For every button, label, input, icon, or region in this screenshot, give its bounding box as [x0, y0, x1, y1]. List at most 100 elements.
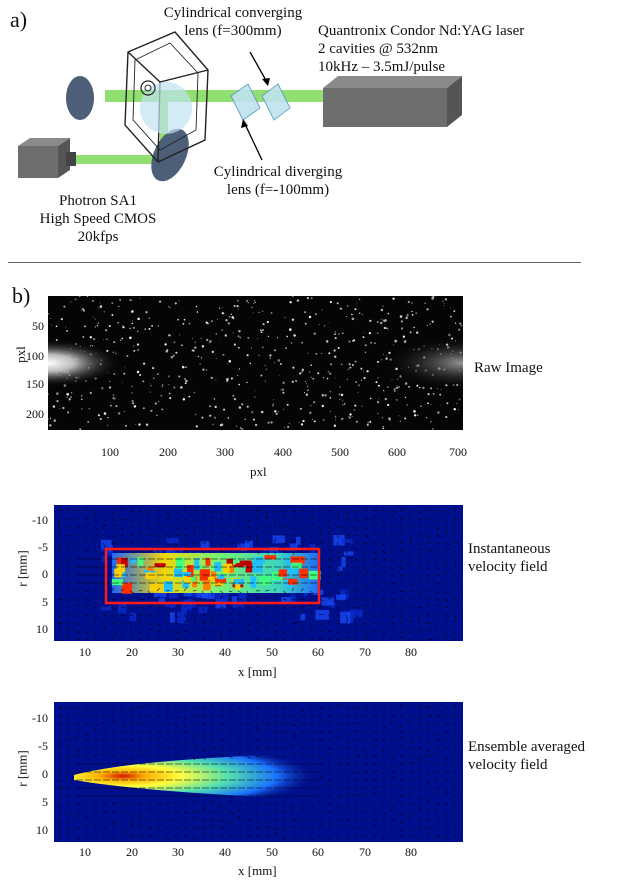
velocity-vector — [84, 825, 89, 829]
velocity-vector — [381, 771, 385, 776]
velocity-vector — [147, 622, 153, 626]
velocity-vector — [75, 598, 80, 601]
velocity-vector — [336, 590, 340, 595]
velocity-vector — [426, 558, 430, 563]
velocity-vector — [66, 795, 71, 798]
velocity-vector — [138, 747, 142, 751]
velocity-vector — [174, 723, 179, 729]
velocity-vector — [201, 531, 206, 536]
instantaneous-caption: Instantaneous velocity field — [468, 541, 551, 575]
velocity-vector — [336, 606, 340, 612]
velocity-vector — [453, 507, 457, 512]
velocity-vector — [183, 731, 189, 733]
velocity-vector — [174, 747, 178, 752]
velocity-vector — [93, 540, 97, 544]
velocity-vector — [66, 755, 71, 760]
velocity-vector — [246, 638, 249, 641]
raw-xtick: 100 — [101, 445, 119, 459]
velocity-vector — [228, 755, 233, 759]
velocity-vector — [453, 762, 459, 765]
velocity-vector — [435, 627, 438, 632]
velocity-vector — [255, 539, 259, 544]
velocity-vector — [57, 731, 62, 734]
velocity-vector — [84, 713, 88, 717]
velocity-vector — [264, 622, 267, 627]
beam-to-camera — [70, 155, 168, 164]
velocity-vector — [264, 707, 269, 711]
velocity-vector — [57, 570, 60, 576]
velocity-vector — [300, 526, 303, 531]
velocity-vector — [228, 590, 233, 593]
velocity-vector — [138, 705, 144, 709]
velocity-vector — [255, 534, 259, 539]
velocity-vector — [192, 815, 196, 821]
velocity-vector — [129, 729, 133, 733]
velocity-vector — [246, 801, 250, 805]
velocity-vector — [408, 515, 412, 520]
velocity-vector — [183, 638, 189, 641]
velocity-vector — [147, 542, 152, 544]
velocity-vector — [228, 799, 232, 805]
velocity-vector — [381, 784, 385, 789]
velocity-vector — [156, 595, 161, 600]
velocity-vector — [354, 715, 359, 720]
velocity-vector — [318, 824, 323, 829]
hotspot — [114, 568, 123, 578]
velocity-vector — [84, 811, 87, 816]
velocity-vector — [390, 629, 395, 632]
velocity-vector — [210, 638, 215, 641]
velocity-vector — [336, 550, 341, 554]
velocity-vector — [84, 731, 89, 736]
velocity-vector — [444, 620, 448, 624]
velocity-vector — [129, 622, 132, 627]
velocity-vector — [273, 721, 278, 725]
velocity-vector — [228, 827, 232, 831]
velocity-vector — [201, 629, 206, 632]
velocity-vector — [327, 785, 332, 789]
velocity-vector — [381, 571, 387, 576]
velocity-vector — [336, 515, 339, 520]
hotspot — [233, 578, 245, 585]
velocity-vector — [363, 534, 369, 537]
velocity-vector — [111, 524, 116, 528]
velocity-vector — [336, 573, 341, 576]
hotspot — [250, 576, 257, 588]
velocity-vector — [318, 769, 323, 773]
velocity-vector — [426, 747, 430, 753]
velocity-vector — [111, 801, 117, 805]
velocity-vector — [444, 590, 449, 595]
velocity-vector — [399, 522, 403, 528]
velocity-vector — [282, 590, 286, 594]
velocity-vector — [318, 630, 323, 632]
velocity-vector — [381, 630, 385, 634]
velocity-vector — [444, 706, 449, 709]
velocity-vector — [327, 824, 332, 829]
velocity-vector — [201, 606, 205, 612]
panel-a-label: a) — [10, 7, 28, 32]
velocity-vector — [309, 510, 314, 513]
velocity-vector — [318, 706, 324, 709]
velocity-vector — [129, 518, 133, 522]
noise-patch — [165, 602, 177, 608]
velocity-vector — [345, 618, 349, 624]
velocity-vector — [102, 542, 106, 548]
velocity-vector — [381, 636, 385, 640]
hotspot — [232, 563, 244, 568]
velocity-vector — [192, 835, 196, 841]
velocity-vector — [264, 835, 270, 838]
velocity-vector — [453, 574, 459, 578]
velocity-vector — [435, 534, 441, 538]
velocity-vector — [345, 779, 349, 784]
velocity-vector — [273, 550, 277, 555]
velocity-vector — [237, 606, 242, 609]
velocity-vector — [336, 747, 341, 751]
velocity-vector — [435, 715, 441, 718]
velocity-vector — [228, 834, 233, 837]
velocity-vector — [399, 630, 404, 634]
inst-xlabel: x [mm] — [238, 664, 277, 679]
velocity-vector — [93, 518, 98, 523]
velocity-vector — [75, 518, 80, 521]
noise-patch — [336, 594, 346, 601]
velocity-vector — [57, 542, 62, 546]
velocity-vector — [57, 803, 61, 808]
